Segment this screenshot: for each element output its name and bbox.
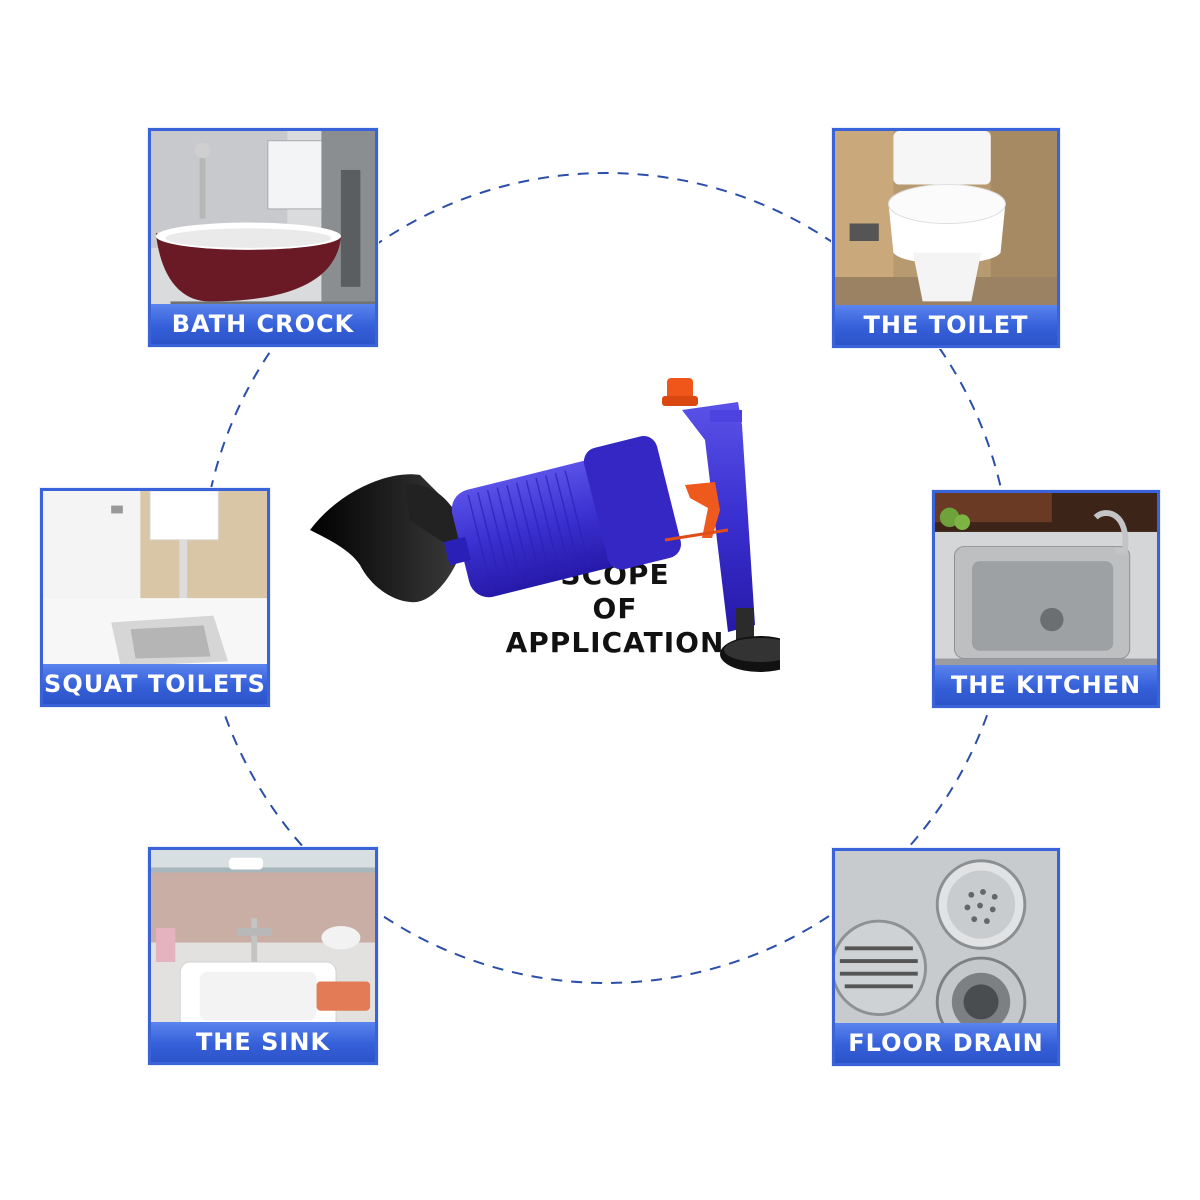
- center-title-line2: OF: [592, 592, 638, 625]
- pump-cylinder-icon: [443, 436, 681, 598]
- bottom-plunger-icon: [720, 608, 780, 672]
- suction-cup-icon: [310, 474, 460, 603]
- card-floor-drain: FLOOR DRAIN: [832, 848, 1060, 1066]
- card-label: FLOOR DRAIN: [835, 1023, 1057, 1063]
- card-bath-crock: BATH CROCK: [148, 128, 378, 347]
- card-label: SQUAT TOILETS: [43, 664, 267, 704]
- card-label: BATH CROCK: [151, 304, 375, 344]
- center-title-line3: APPLICATION: [505, 626, 725, 659]
- card-label: THE KITCHEN: [935, 665, 1157, 705]
- card-squat-toilets: SQUAT TOILETS: [40, 488, 270, 707]
- card-the-sink: THE SINK: [148, 847, 378, 1065]
- card-the-kitchen: THE KITCHEN: [932, 490, 1160, 708]
- card-label: THE SINK: [151, 1022, 375, 1062]
- trigger-icon: [664, 482, 729, 542]
- pressure-valve-icon: [662, 378, 698, 406]
- handle-icon: [682, 402, 755, 632]
- card-the-toilet: THE TOILET: [832, 128, 1060, 348]
- air-drain-blaster-image: [310, 378, 780, 672]
- card-label: THE TOILET: [835, 305, 1057, 345]
